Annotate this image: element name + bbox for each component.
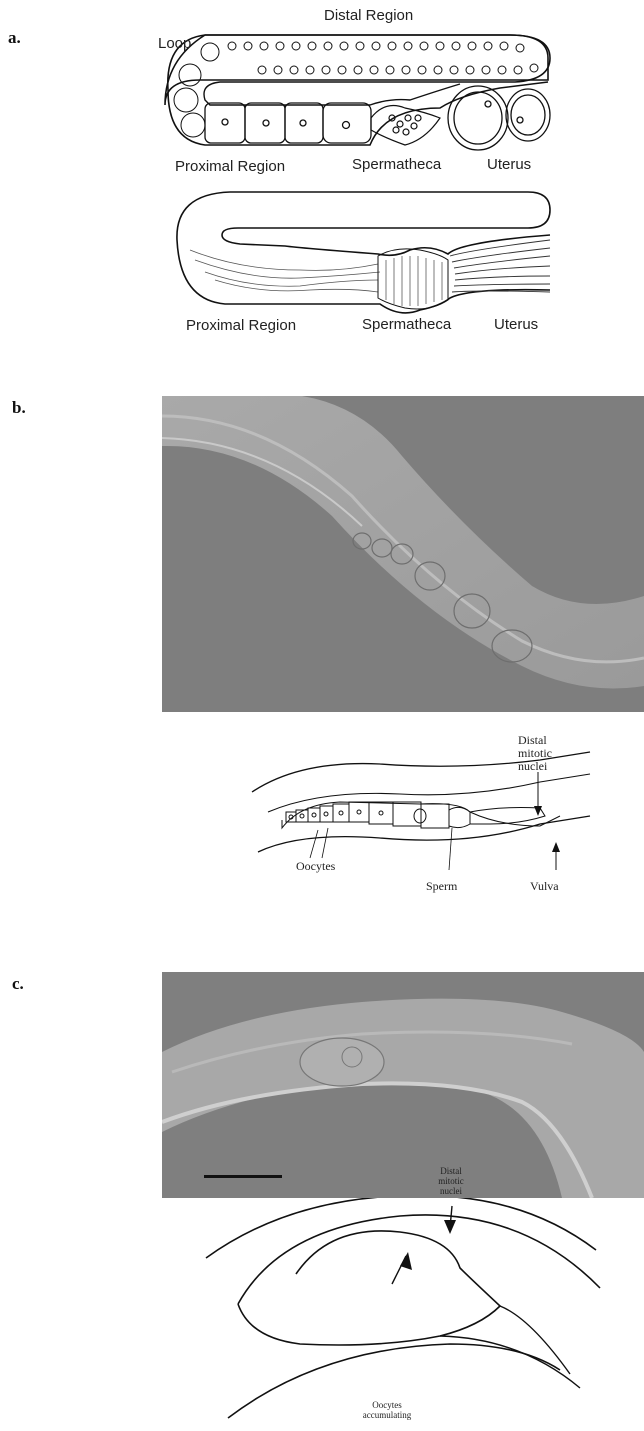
label-distal-region: Distal Region bbox=[324, 7, 413, 24]
label-spermatheca-top: Spermatheca bbox=[352, 156, 441, 173]
panel-b-letter: b. bbox=[12, 398, 26, 418]
distal-nuclei-top bbox=[228, 42, 524, 52]
label-spermatheca-bottom: Spermatheca bbox=[362, 316, 451, 333]
label-oocytes-c-line1: Oocytes bbox=[352, 1400, 422, 1410]
panel-a-top-diagram bbox=[0, 0, 644, 170]
proximal-oocytes bbox=[205, 103, 371, 143]
label-vulva-b: Vulva bbox=[530, 880, 559, 893]
label-proximal-region-bottom: Proximal Region bbox=[186, 317, 296, 334]
spermatheca-top bbox=[371, 106, 440, 145]
label-sperm-b: Sperm bbox=[426, 880, 457, 893]
label-loop: Loop bbox=[158, 35, 191, 52]
label-oocytes-b: Oocytes bbox=[296, 860, 335, 873]
worm-body-c bbox=[162, 999, 644, 1198]
label-uterus-top: Uterus bbox=[487, 156, 531, 173]
label-uterus-bottom: Uterus bbox=[494, 316, 538, 333]
worm-body-b bbox=[162, 396, 644, 689]
proximal-folds bbox=[190, 250, 380, 292]
oocyte-c bbox=[300, 1038, 384, 1086]
label-oocytes-accumulating-c: Oocytes accumulating bbox=[352, 1400, 422, 1420]
label-proximal-region-top: Proximal Region bbox=[175, 158, 285, 175]
label-distal-c-line1: Distal bbox=[426, 1166, 476, 1176]
spermatheca-bottom bbox=[378, 249, 448, 309]
label-distal-b-line3: nuclei bbox=[518, 760, 552, 773]
uterus-embryos-top bbox=[448, 86, 550, 150]
panel-c-sketch bbox=[0, 1198, 644, 1428]
panel-c-letter: c. bbox=[12, 974, 24, 994]
label-distal-c-line2: mitotic bbox=[426, 1176, 476, 1186]
label-distal-mitotic-nuclei-b: Distal mitotic nuclei bbox=[518, 734, 552, 773]
label-oocytes-c-line2: accumulating bbox=[352, 1410, 422, 1420]
distal-nuclei-bottom bbox=[258, 64, 538, 74]
gonad-outline-bottom bbox=[222, 192, 550, 255]
uterus-bottom bbox=[450, 240, 550, 292]
label-distal-mitotic-nuclei-c: Distal mitotic nuclei bbox=[426, 1166, 476, 1196]
panel-a-bottom-diagram bbox=[0, 180, 644, 340]
panel-b-micrograph bbox=[162, 396, 644, 712]
scale-bar bbox=[204, 1175, 282, 1178]
sketch-oocytes-b bbox=[286, 802, 545, 828]
label-distal-c-line3: nuclei bbox=[426, 1186, 476, 1196]
panel-c-micrograph bbox=[162, 972, 644, 1198]
